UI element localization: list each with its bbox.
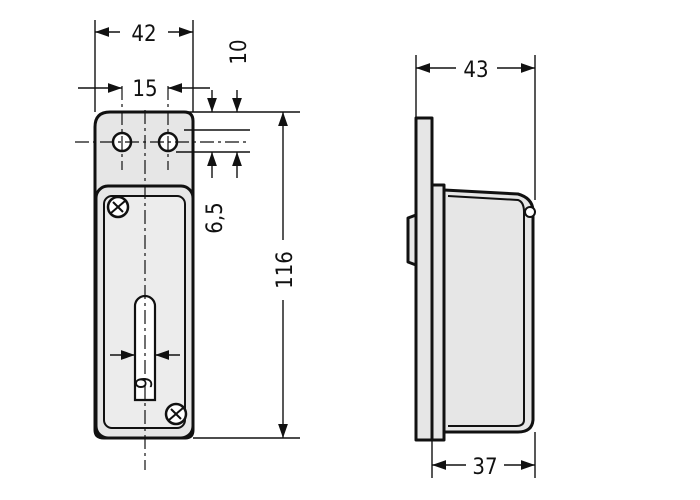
- dim-front-width: 42: [131, 22, 156, 47]
- dim-overall-height: 116: [273, 251, 298, 289]
- side-body: [442, 188, 535, 434]
- screw-top-left: [106, 195, 130, 219]
- dim-side-depth-total: 43: [463, 58, 488, 83]
- dim-hole-spacing: 15: [132, 77, 157, 102]
- side-body-inner: [447, 195, 525, 427]
- dim-side-body-depth: 37: [472, 455, 497, 480]
- screw-bottom-right: [164, 402, 188, 426]
- side-view: [406, 116, 536, 442]
- front-view: [75, 86, 250, 470]
- side-boss: [430, 183, 446, 442]
- dim-slot-width: 9: [133, 377, 158, 390]
- side-mounting-plate: [414, 116, 434, 442]
- dim-hole-offset: 10: [227, 39, 252, 64]
- front-dimensions: 42 15 10 6,5 116 9: [78, 20, 300, 439]
- side-dimensions: 43 37: [415, 55, 536, 480]
- side-stud: [406, 213, 418, 267]
- side-screw: [524, 206, 536, 218]
- dim-hole-diameter: 6,5: [203, 202, 228, 233]
